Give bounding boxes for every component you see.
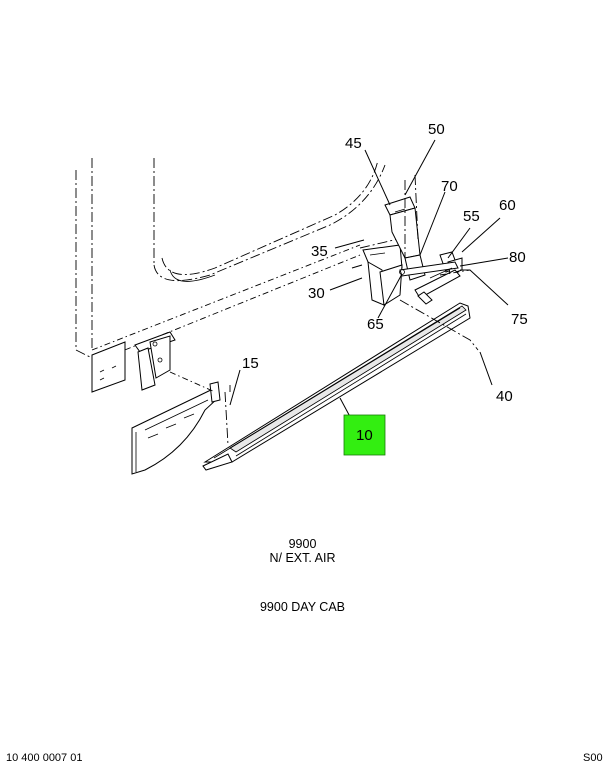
cab-phantom-outline	[75, 158, 416, 361]
footer-doc-number: 10 400 0007 01	[6, 752, 83, 764]
callout-15[interactable]: 15	[242, 355, 259, 372]
callout-50[interactable]: 50	[428, 121, 445, 138]
callout-65[interactable]: 65	[367, 316, 384, 333]
callout-80[interactable]: 80	[509, 249, 526, 266]
mounting-bracket	[134, 331, 176, 391]
caption-model: 9900	[288, 537, 317, 551]
bracket-right-cluster	[399, 251, 471, 305]
callout-45[interactable]: 45	[345, 135, 362, 152]
callout-55[interactable]: 55	[463, 208, 480, 225]
callout-30[interactable]: 30	[308, 285, 325, 302]
callout-35[interactable]: 35	[311, 243, 328, 260]
cab-corner-bracket	[91, 341, 126, 393]
callout-70[interactable]: 70	[441, 178, 458, 195]
part-10-sill	[202, 302, 471, 471]
bracket-cluster	[362, 174, 426, 306]
part-15-extension	[131, 371, 221, 475]
callout-75[interactable]: 75	[511, 311, 528, 328]
callout-10[interactable]: 10	[356, 427, 373, 444]
highlight-part-10[interactable]	[343, 414, 386, 456]
callout-40[interactable]: 40	[496, 388, 513, 405]
callout-60[interactable]: 60	[499, 197, 516, 214]
caption-variant: N/ EXT. AIR	[269, 551, 336, 565]
caption-title: 9900 DAY CAB	[259, 600, 345, 614]
footer-page: S00	[583, 752, 603, 764]
